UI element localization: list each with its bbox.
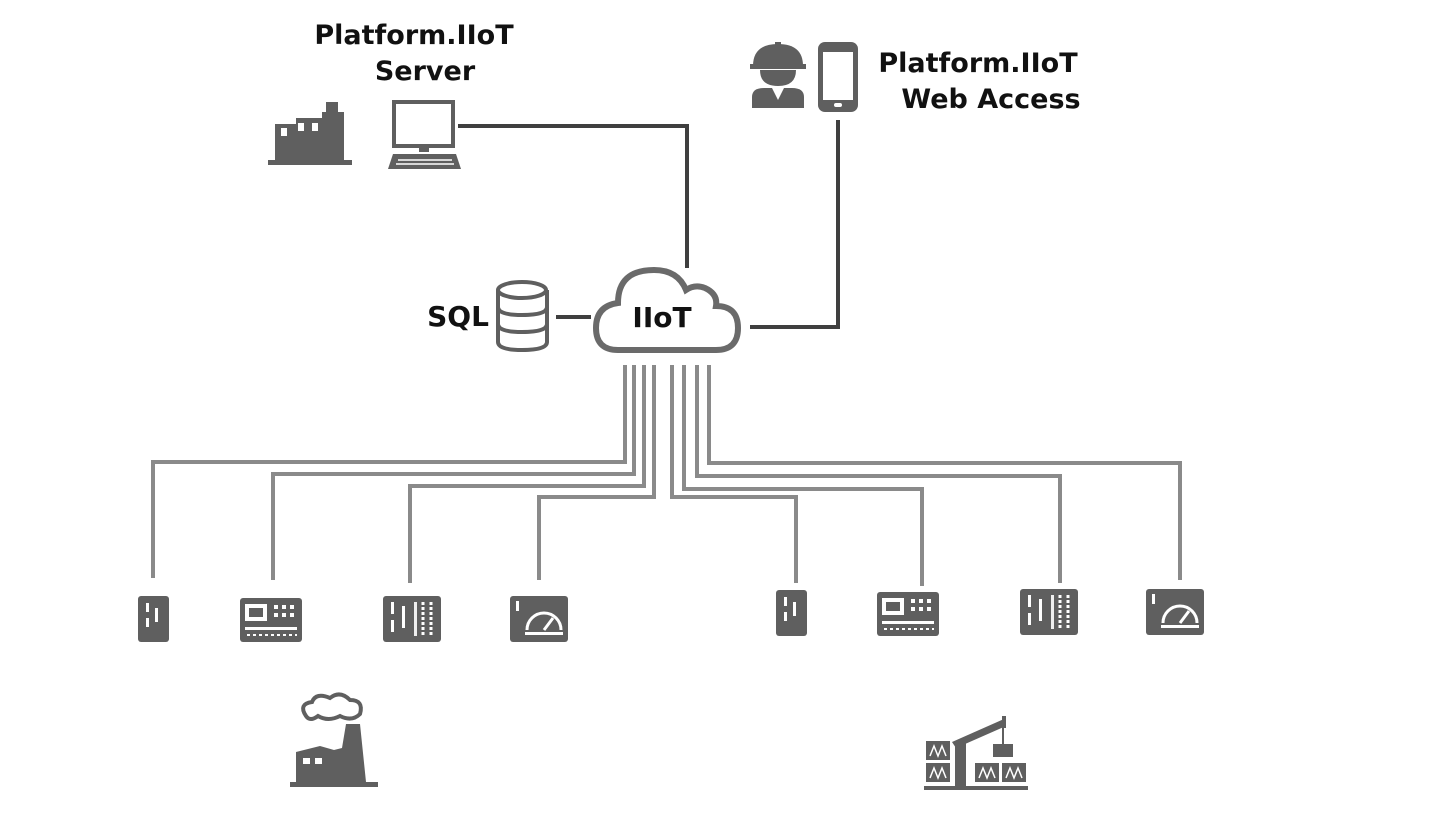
worker-hardhat-icon: [750, 42, 806, 108]
web-access-label-line1: Platform.IIoT: [878, 48, 1078, 79]
port-crane-containers-icon: [924, 716, 1028, 790]
bus-line-4: [537, 365, 656, 580]
top-connections: [458, 120, 840, 329]
cloud-label: IIoT: [632, 301, 691, 334]
cloud-icon: [592, 266, 742, 353]
plc-rack-icon: [1020, 589, 1078, 635]
bus-line-8: [707, 365, 1182, 580]
web-access-label-line2: Web Access: [901, 84, 1080, 115]
server-label-line2: Server: [375, 56, 476, 87]
gauge-meter-icon: [510, 596, 568, 642]
database-icon: [496, 280, 549, 353]
gauge-meter-icon: [1146, 589, 1204, 635]
factory-smokestack-icon: [290, 692, 378, 787]
smartphone-icon: [818, 42, 858, 112]
bus-line-7: [695, 365, 1062, 583]
control-panel-icon: [877, 592, 939, 636]
sql-label: SQL: [427, 300, 489, 333]
io-module-icon: [138, 596, 169, 642]
bus-line-6: [682, 365, 924, 586]
server-cloud-link: [458, 124, 689, 268]
plc-rack-icon: [383, 596, 441, 642]
factory-building-icon: [268, 102, 352, 165]
bus-line-1: [151, 365, 627, 578]
web-cloud-link: [750, 120, 840, 329]
device-bus-lines: [151, 365, 1182, 586]
io-module-icon: [776, 590, 807, 636]
server-label-line1: Platform.IIoT: [314, 20, 514, 51]
bus-line-5: [670, 365, 798, 583]
bus-line-2: [271, 365, 636, 580]
control-panel-icon: [240, 598, 302, 642]
desktop-computer-icon: [388, 100, 461, 169]
bus-line-3: [408, 365, 646, 583]
